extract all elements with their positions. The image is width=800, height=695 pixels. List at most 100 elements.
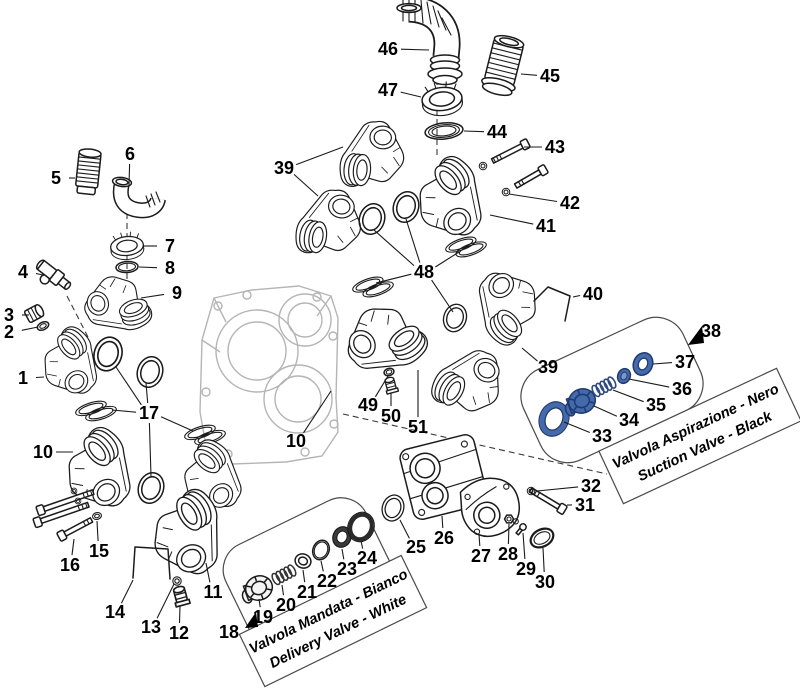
part-27-cover (459, 477, 521, 538)
leader-line-37 (652, 362, 673, 365)
part-29-screw (515, 523, 527, 536)
leader-line-1 (35, 376, 45, 379)
leader-line-17 (111, 409, 137, 413)
leader-line-47 (400, 91, 422, 98)
callout-45: 45 (540, 66, 560, 86)
part-5-threaded-nipple (75, 148, 102, 196)
washer-near-43 (478, 161, 488, 171)
leader-line-32 (536, 486, 579, 492)
callout-41: 41 (536, 216, 556, 236)
part-14-u-clip (132, 546, 171, 580)
callout-2: 2 (4, 322, 14, 342)
callout-34: 34 (619, 410, 639, 430)
part-28-hex-nut (503, 514, 515, 524)
part-4-sensor-fitting (35, 259, 72, 290)
leader-line-49 (374, 375, 389, 398)
leader-line-29 (522, 532, 526, 560)
leader-line-48 (435, 251, 460, 268)
leader-line-10 (303, 390, 332, 434)
callout-6: 6 (125, 144, 135, 164)
leader-line-2 (21, 326, 39, 331)
callout-26: 26 (434, 528, 454, 548)
leader-line-22 (320, 560, 324, 572)
part-37-seal-ring-blue (632, 352, 654, 376)
part-13-ring (172, 576, 182, 586)
leader-line-13 (156, 583, 175, 619)
callout-15: 15 (89, 541, 109, 561)
callout-13: 13 (141, 617, 161, 637)
callout-23: 23 (337, 559, 357, 579)
part-3-plug (23, 303, 45, 324)
leader-line-24 (360, 540, 364, 549)
callout-3: 3 (4, 305, 14, 325)
part-42-bolt (513, 164, 549, 189)
callout-40: 40 (583, 284, 603, 304)
part-48-oring-pair-c (443, 230, 489, 264)
part-39-housing-a (337, 117, 408, 192)
callout-25: 25 (406, 537, 426, 557)
callout-27: 27 (471, 546, 491, 566)
callout-8: 8 (165, 258, 175, 278)
leader-line-15 (96, 520, 99, 542)
part-48-oring-e (439, 300, 471, 336)
callout-31: 31 (575, 495, 595, 515)
part-39-housing-c (459, 258, 553, 352)
leader-line-23 (341, 548, 345, 560)
part-33-oring-blue (538, 401, 570, 437)
callout-36: 36 (672, 379, 692, 399)
part-44-ring-set (424, 122, 464, 140)
part-2-washer (36, 320, 50, 332)
part-23-seal-ring (332, 526, 352, 548)
part-16-bolt (56, 517, 94, 542)
callout-18: 18 (219, 622, 239, 642)
callout-7: 7 (165, 236, 175, 256)
leader-line-17 (160, 416, 194, 432)
leader-line-48 (405, 218, 421, 263)
leader-line-28 (507, 523, 510, 545)
part-49-washer-ring (383, 367, 395, 377)
part-39-housing-d (425, 335, 515, 427)
part-25-oring (378, 491, 408, 525)
pump-crankcase-ghost (199, 285, 339, 465)
leader-line-4 (35, 272, 44, 276)
callout-44: 44 (487, 122, 507, 142)
leader-line-17 (145, 382, 149, 404)
leader-line-17 (115, 366, 142, 406)
callout-4: 4 (18, 262, 28, 282)
part-8-oring (115, 260, 139, 274)
part-50-plug (382, 375, 400, 395)
leader-line-39 (293, 173, 319, 197)
part-17-oring-b (132, 352, 168, 392)
callout-43: 43 (545, 137, 565, 157)
leader-line-46 (400, 48, 430, 51)
part-9-valve-housing (76, 266, 156, 344)
leader-line-11 (205, 562, 211, 583)
callout-28: 28 (498, 544, 518, 564)
callout-24: 24 (357, 548, 377, 568)
part-40-u-clip (533, 286, 571, 322)
leader-line-12 (178, 605, 181, 624)
leader-line-26 (441, 515, 444, 529)
callout-layer: 1234567891010111213141516171819202122232… (4, 39, 721, 643)
callout-22: 22 (317, 571, 337, 591)
part-10-manifold-left (50, 420, 152, 522)
callout-10: 10 (286, 431, 306, 451)
leader-line-20 (281, 584, 285, 596)
callout-38: 38 (701, 321, 721, 341)
part-48-oring-pair-d (350, 270, 396, 304)
callout-51: 51 (408, 417, 428, 437)
leader-line-36 (628, 378, 670, 388)
callout-17: 17 (139, 403, 159, 423)
leader-line-8 (138, 266, 158, 269)
callout-49: 49 (358, 395, 378, 415)
leader-line-39 (521, 347, 538, 362)
part-39-housing-b (292, 183, 367, 262)
callout-50: 50 (381, 406, 401, 426)
part-15-seal-ring (92, 511, 102, 521)
part-22-oring (311, 539, 331, 561)
callout-47: 47 (378, 80, 398, 100)
callout-11: 11 (203, 582, 222, 602)
part-30-oval-cap (529, 527, 555, 549)
